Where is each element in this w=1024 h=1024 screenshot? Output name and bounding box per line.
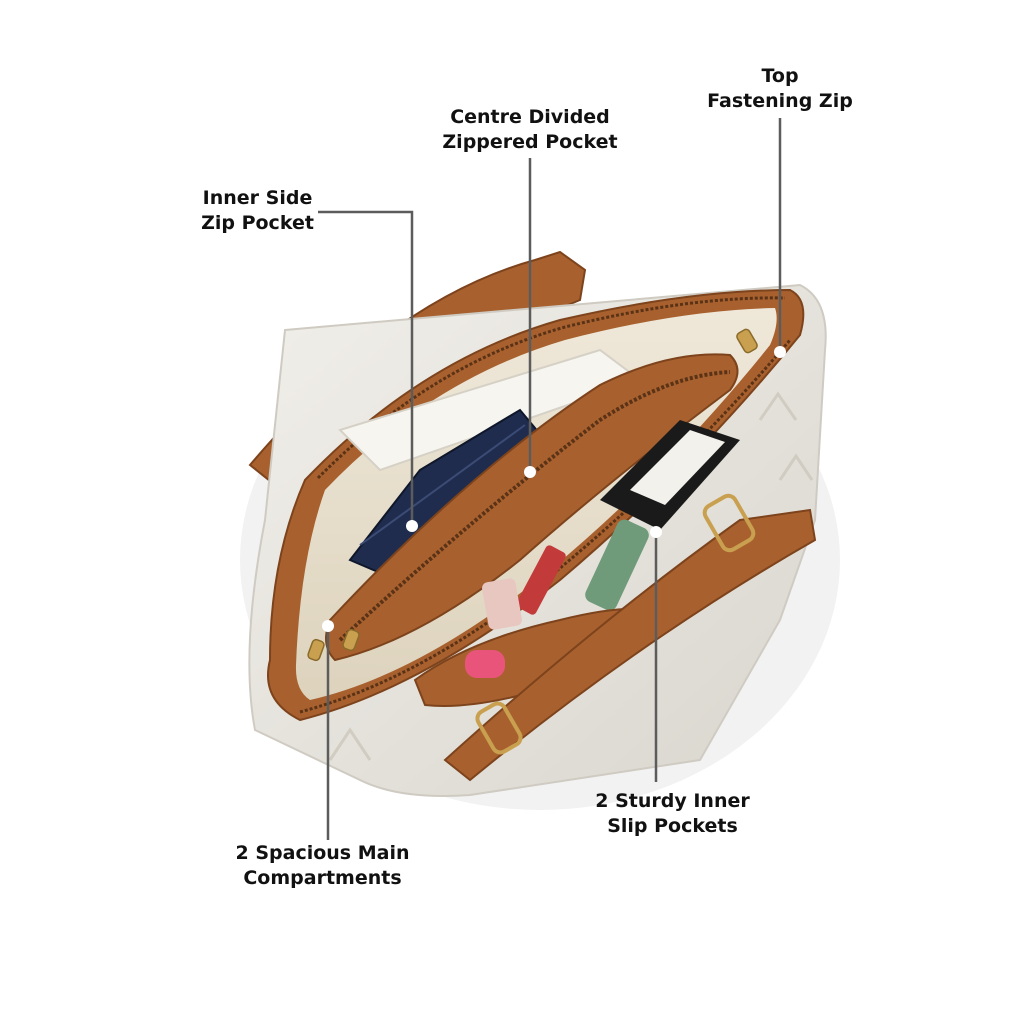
callout-main-compartments-line2: Compartments xyxy=(243,867,402,889)
dot-main-compartments xyxy=(322,620,334,632)
callout-top-zip: Top Fastening Zip xyxy=(700,64,860,114)
centre-pocket-zip xyxy=(338,370,731,642)
callout-centre-pocket-line1: Centre Divided xyxy=(450,106,610,128)
callout-side-pocket-line2: Zip Pocket xyxy=(201,212,314,234)
wallet-stitch xyxy=(359,424,526,546)
callout-centre-pocket: Centre Divided Zippered Pocket xyxy=(430,105,630,155)
callout-side-pocket: Inner Side Zip Pocket xyxy=(190,186,325,236)
callout-top-zip-line2: Fastening Zip xyxy=(707,90,853,112)
zip-pull-icons xyxy=(307,328,758,662)
dot-centre-pocket xyxy=(524,466,536,478)
phone xyxy=(585,519,649,611)
nail-polish xyxy=(482,578,522,630)
bag-handle-front xyxy=(443,508,817,782)
callout-main-compartments: 2 Spacious Main Compartments xyxy=(225,841,420,891)
callout-centre-pocket-line2: Zippered Pocket xyxy=(442,131,618,153)
compact-label xyxy=(630,430,725,505)
small-bottle xyxy=(465,650,505,678)
top-zip-track xyxy=(316,296,786,480)
callout-main-compartments-line1: 2 Spacious Main xyxy=(235,842,410,864)
lipstick xyxy=(516,545,566,615)
dot-top-zip xyxy=(774,346,786,358)
callout-top-zip-line1: Top xyxy=(761,65,799,87)
callout-slip-pockets: 2 Sturdy Inner Slip Pockets xyxy=(585,789,760,839)
top-zip-track-lower xyxy=(299,339,792,714)
callout-slip-pockets-line1: 2 Sturdy Inner xyxy=(595,790,750,812)
leader-lines xyxy=(318,118,782,840)
dot-side-pocket xyxy=(406,520,418,532)
callout-side-pocket-line1: Inner Side xyxy=(202,187,313,209)
callout-slip-pockets-line2: Slip Pockets xyxy=(607,815,738,837)
dot-slip-pockets xyxy=(650,526,662,538)
marker-dots xyxy=(322,346,786,632)
handle-buckle-icons xyxy=(475,493,756,755)
leader-side-pocket xyxy=(318,210,414,524)
centre-pocket xyxy=(325,353,739,662)
